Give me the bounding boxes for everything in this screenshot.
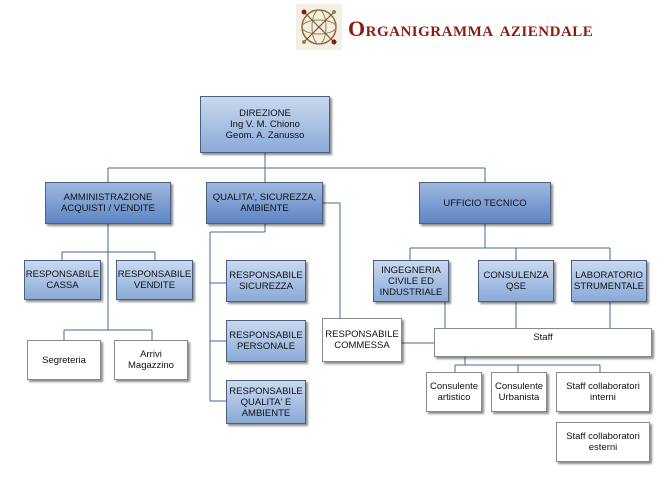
node-staff-collaboratori-esterni: Staff collaboratori esterni [556,422,650,462]
node-arrivi-magazzino: Arrivi Magazzino [114,340,188,380]
node-responsabile-personale: RESPONSABILE PERSONALE [226,320,306,362]
node-amministrazione: AMMINISTRAZIONE ACQUISTI / VENDITE [45,182,171,224]
node-segreteria: Segreteria [27,340,101,380]
node-laboratorio-strumentale: LABORATORIO STRUMENTALE [571,260,647,302]
node-consulente-artistico: Consulente artistico [426,372,482,412]
node-responsabile-cassa: RESPONSABILE CASSA [24,260,101,300]
node-consulenza-qse: CONSULENZA QSE [478,260,554,302]
node-responsabile-vendite: RESPONSABILE VENDITE [116,260,193,300]
node-responsabile-commessa: RESPONSABILE COMMESSA [322,318,402,362]
node-staff-collaboratori-interni: Staff collaboratori interni [556,372,650,412]
node-consulente-urbanista: Consulente Urbanista [491,372,547,412]
network-globe-logo [296,4,342,50]
node-responsabile-sicurezza: RESPONSABILE SICUREZZA [226,260,306,302]
header: Organigramma aziendale [296,4,666,58]
node-ufficio-tecnico: UFFICIO TECNICO [419,182,551,224]
node-responsabile-qualita-ambiente: RESPONSABILE QUALITA' E AMBIENTE [226,380,306,424]
node-qualita-sicurezza-ambiente: QUALITA', SICUREZZA, AMBIENTE [206,182,323,224]
page-title: Organigramma aziendale [348,16,594,41]
node-staff: Staff [434,328,652,357]
node-ingegneria: INGEGNERIA CIVILE ED INDUSTRIALE [373,260,449,302]
node-direzione: DIREZIONE Ing V. M. Chiono Geom. A. Zanu… [200,96,330,153]
